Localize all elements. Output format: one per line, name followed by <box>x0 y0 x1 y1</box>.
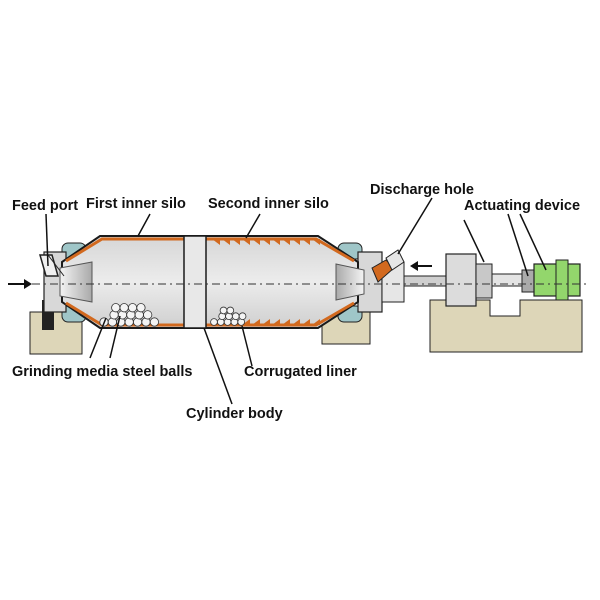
liner-tooth <box>212 239 220 245</box>
label-actuating-device: Actuating device <box>464 198 580 214</box>
liner-tooth <box>282 319 290 325</box>
steel-ball <box>219 306 228 315</box>
feed-end-bearing <box>42 242 87 330</box>
label-first-inner-silo: First inner silo <box>86 196 186 212</box>
liner-tooth <box>222 239 230 245</box>
liner-tooth <box>312 319 320 325</box>
feed-cone <box>59 261 93 303</box>
leader-grinding-media-2 <box>109 315 121 359</box>
liner-tooth <box>302 319 310 325</box>
feed-arrow <box>8 279 32 289</box>
leader-feed-port <box>45 213 49 267</box>
liner-tooth <box>262 239 270 245</box>
steel-ball <box>149 317 159 327</box>
liner-tooth <box>232 239 240 245</box>
label-corrugated-liner: Corrugated liner <box>244 364 357 380</box>
liner-tooth <box>292 319 300 325</box>
liner-tooth <box>312 239 320 245</box>
discharge-chute <box>371 249 405 283</box>
grinding-balls-first-silo <box>99 303 159 327</box>
leader-first-inner-silo <box>137 213 151 237</box>
steel-ball <box>238 312 247 321</box>
liner-tooth <box>252 319 260 325</box>
liner-tooth <box>262 319 270 325</box>
feed-port <box>39 254 65 277</box>
steel-ball <box>111 303 121 313</box>
leader-actuating-device-3 <box>463 219 485 263</box>
steel-ball <box>143 310 153 320</box>
label-second-inner-silo: Second inner silo <box>208 196 329 212</box>
steel-ball <box>231 312 240 321</box>
label-discharge-hole: Discharge hole <box>370 182 474 198</box>
grinding-balls-second-silo <box>210 306 247 326</box>
steel-ball <box>119 303 129 313</box>
leader-second-inner-silo <box>245 213 261 239</box>
discharge-cone <box>335 263 365 301</box>
label-grinding-media: Grinding media steel balls <box>12 364 193 380</box>
mill-shell <box>59 235 365 329</box>
leader-lines <box>45 197 547 405</box>
leader-discharge-hole <box>397 197 433 255</box>
label-feed-port: Feed port <box>12 198 78 214</box>
leader-cylinder-body <box>203 327 233 405</box>
steel-ball <box>127 303 138 313</box>
leader-actuating-device-1 <box>507 213 529 277</box>
liner-tooth <box>282 239 290 245</box>
steel-ball <box>210 318 218 326</box>
liner-tooth <box>252 239 260 245</box>
leader-corrugated-liner <box>241 325 253 367</box>
partition-wall <box>183 235 207 329</box>
labels: Feed port First inner silo Second inner … <box>12 182 580 422</box>
leader-grinding-media-1 <box>89 317 107 359</box>
leader-actuating-device-2 <box>519 213 547 271</box>
liner-tooth <box>272 239 280 245</box>
liner-tooth <box>272 319 280 325</box>
drive-foundation <box>429 299 583 353</box>
discharge-arrow <box>410 261 432 271</box>
liner-tooth <box>242 239 250 245</box>
liner-tooth <box>292 239 300 245</box>
liner-tooth <box>302 239 310 245</box>
steel-ball <box>136 303 146 313</box>
corrugated-liner <box>212 239 320 245</box>
drive-train <box>403 253 581 307</box>
label-cylinder-body: Cylinder body <box>186 406 283 422</box>
steel-ball <box>226 306 235 315</box>
